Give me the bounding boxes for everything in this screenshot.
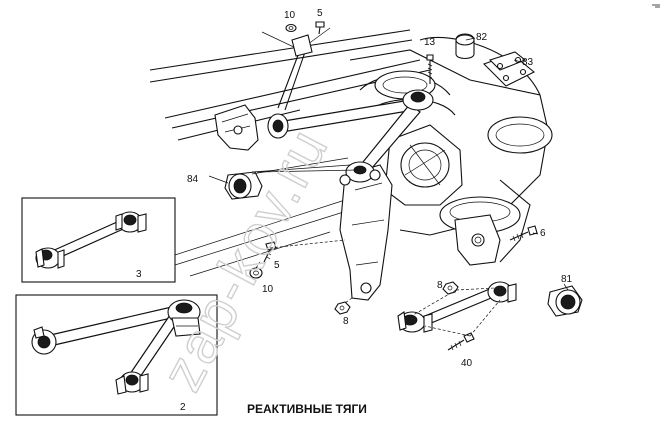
leaders-right-rod bbox=[407, 287, 501, 337]
leader-8-mid bbox=[344, 297, 353, 304]
callout-5-mid: 5 bbox=[274, 260, 280, 271]
upper-rod-end bbox=[261, 27, 331, 111]
central-hanger-bracket bbox=[339, 164, 393, 301]
callout-numbers: 10 5 13 82 83 84 6 5 10 8 8 81 40 3 2 bbox=[136, 8, 573, 413]
callout-83: 83 bbox=[522, 57, 534, 68]
callout-40: 40 bbox=[461, 358, 473, 369]
bolt-5-mid bbox=[263, 241, 277, 263]
callout-84: 84 bbox=[187, 174, 199, 185]
bushing-84 bbox=[224, 157, 359, 200]
part-82-cap bbox=[455, 33, 475, 60]
callout-8-mid: 8 bbox=[343, 316, 349, 327]
corner-mark bbox=[652, 4, 660, 8]
bolt-40 bbox=[447, 332, 475, 351]
callout-6: 6 bbox=[540, 228, 546, 239]
axle-assembly bbox=[349, 36, 553, 266]
bolt-13 bbox=[426, 54, 434, 84]
nut-8-mid bbox=[334, 301, 351, 315]
callout-5-top: 5 bbox=[317, 8, 323, 19]
callout-8-right: 8 bbox=[437, 280, 443, 291]
nut-8-right bbox=[442, 281, 459, 295]
callout-2: 2 bbox=[180, 402, 186, 413]
bolt-5-top bbox=[315, 21, 325, 35]
watermark: zap-kov.ru bbox=[149, 118, 341, 401]
diagram-title: РЕАКТИВНЫЕ ТЯГИ bbox=[247, 402, 367, 416]
washer-10-top bbox=[285, 23, 297, 33]
callout-81: 81 bbox=[561, 274, 573, 285]
nut-10-mid bbox=[249, 267, 263, 279]
callout-leaders bbox=[208, 37, 569, 291]
bolt-6 bbox=[509, 225, 538, 242]
callout-3: 3 bbox=[136, 269, 142, 280]
upper-v-rod bbox=[267, 89, 434, 186]
callout-82: 82 bbox=[476, 32, 488, 43]
callout-10-mid: 10 bbox=[262, 284, 274, 295]
part-83-plate bbox=[482, 51, 536, 87]
inset-box-2 bbox=[15, 294, 218, 416]
inset-box-3 bbox=[21, 197, 176, 283]
frame-bracket bbox=[214, 104, 259, 151]
callout-10-top: 10 bbox=[284, 10, 296, 21]
lower-right-rod bbox=[397, 281, 517, 333]
callout-13: 13 bbox=[424, 37, 436, 48]
bushing-81 bbox=[547, 285, 583, 317]
